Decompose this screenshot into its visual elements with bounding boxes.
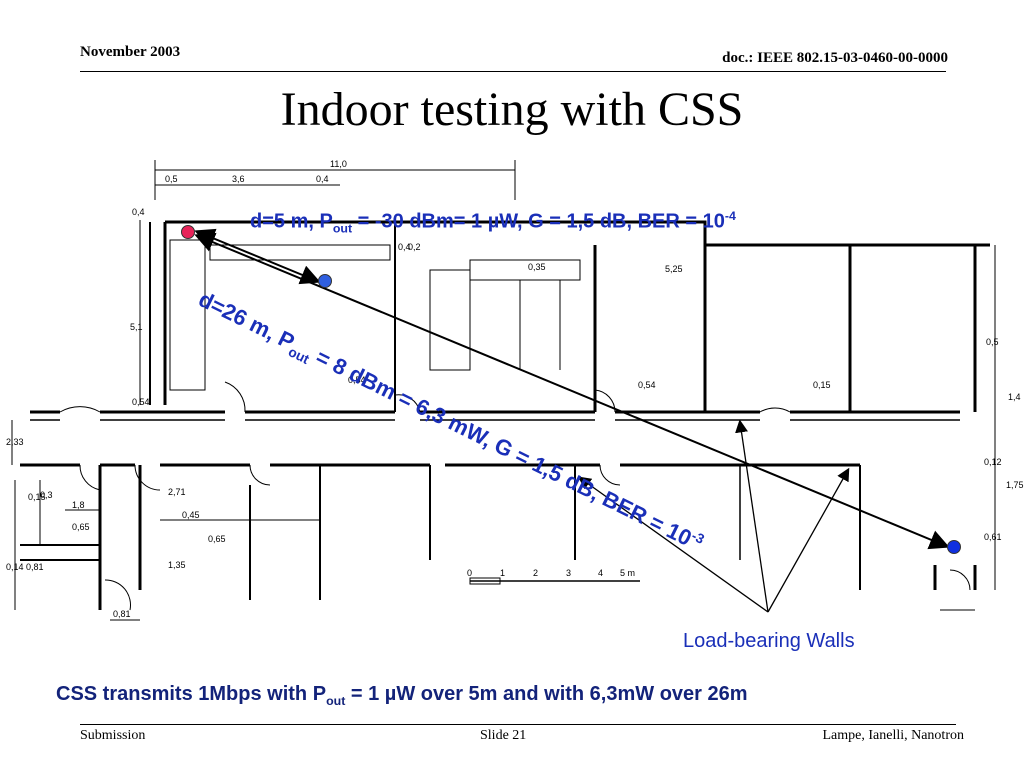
dimension-label: 5,1 [130,322,143,332]
scale-tick: 1 [500,568,505,578]
header-doc-id: doc.: IEEE 802.15-03-0460-00-0000 [722,50,948,66]
footer-authors: Lampe, Ianelli, Nanotron [822,728,964,743]
dimension-label: 0,15 [813,380,831,390]
dimension-label: 1,4 [1008,392,1021,402]
short-link-label: d=5 m, Pout = -30 dBm= 1 µW, G = 1,5 dB,… [250,209,736,236]
receiver-5m-marker [318,274,332,288]
slide-title: Indoor testing with CSS [280,83,744,136]
dimension-label: 0,54 [132,397,150,407]
scale-tick: 3 [566,568,571,578]
dimension-label: 0,65 [208,534,226,544]
dimension-label: 0,5 [986,337,999,347]
receiver-26m-marker [947,540,961,554]
dimension-label: 0,4 [316,174,329,184]
scale-tick: 4 [598,568,603,578]
wall-pointer [735,419,769,613]
dimension-label: 1,35 [168,560,186,570]
dimension-label: 0,5 [165,174,178,184]
dimension-label: 2,33 [6,437,24,447]
dimension-label: 1,75 [1006,480,1024,490]
dimension-label: 2,71 [168,487,186,497]
dimension-label: 0,54 [638,380,656,390]
footer-slide-number: Slide 21 [480,728,527,743]
dimension-label: 0,61 [984,532,1002,542]
dimension-label: 0,81 [26,562,44,572]
walls-label: Load-bearing Walls [683,630,855,652]
summary-line: CSS transmits 1Mbps with Pout = 1 µW ove… [56,683,748,708]
footer-submission: Submission [80,728,146,743]
long-link-arrow [194,232,950,550]
scale-bar: 0 1 2 3 4 5 m [467,568,635,578]
dimension-label: 0,3 [40,490,53,500]
floor-plan: 11,0 0,5 3,6 0,4 0,4 0,4 0,2 0,35 5,25 5… [6,159,1024,621]
scale-tick: 0 [467,568,472,578]
header-rule [80,71,946,72]
wall-pointer [577,476,769,613]
footer-rule [80,724,956,725]
scale-tick: 5 m [620,568,635,578]
dimension-label: 0,4 [132,207,145,217]
dimension-label: 3,6 [232,174,245,184]
dimension-label: 0,12 [984,457,1002,467]
dimension-label: 0,2 [408,242,421,252]
wall-pointer [767,467,850,613]
dimension-label: 1,8 [72,500,85,510]
dimension-label: 0,14 [6,562,24,572]
dimension-label: 0,45 [182,510,200,520]
transmitter-marker [181,225,195,239]
dimension-label: 0,35 [528,262,546,272]
dimension-label: 5,25 [665,264,683,274]
header-date: November 2003 [80,44,181,60]
dimension-label: 0,81 [113,609,131,619]
short-link-arrow [194,228,321,285]
dimension-label: 11,0 [330,159,347,169]
scale-tick: 2 [533,568,538,578]
dimension-label: 0,65 [72,522,90,532]
dimension-label: 0,15 [28,492,46,502]
wall-pointers [577,419,850,613]
